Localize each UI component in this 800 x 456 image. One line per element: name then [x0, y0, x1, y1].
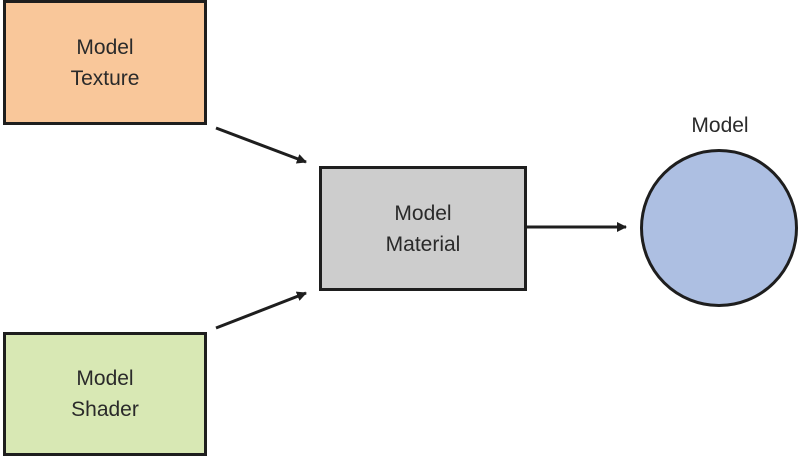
model-texture-label-line2: Texture [70, 66, 140, 90]
model-texture-node: Model Texture [3, 0, 207, 125]
model-node-circle [640, 149, 798, 307]
arrow-texture-to-material [215, 126, 307, 164]
model-shader-node: Model Shader [3, 332, 207, 456]
model-material-label-line2: Material [385, 232, 461, 256]
model-texture-label-line1: Model [76, 35, 134, 59]
arrow-shader-to-material [215, 291, 307, 330]
model-material-label-line1: Model [394, 201, 452, 225]
model-node-label: Model [691, 114, 749, 137]
model-material-node: Model Material [319, 166, 527, 291]
model-shader-label-line2: Shader [71, 398, 139, 421]
model-shader-label-line1: Model [76, 367, 134, 390]
